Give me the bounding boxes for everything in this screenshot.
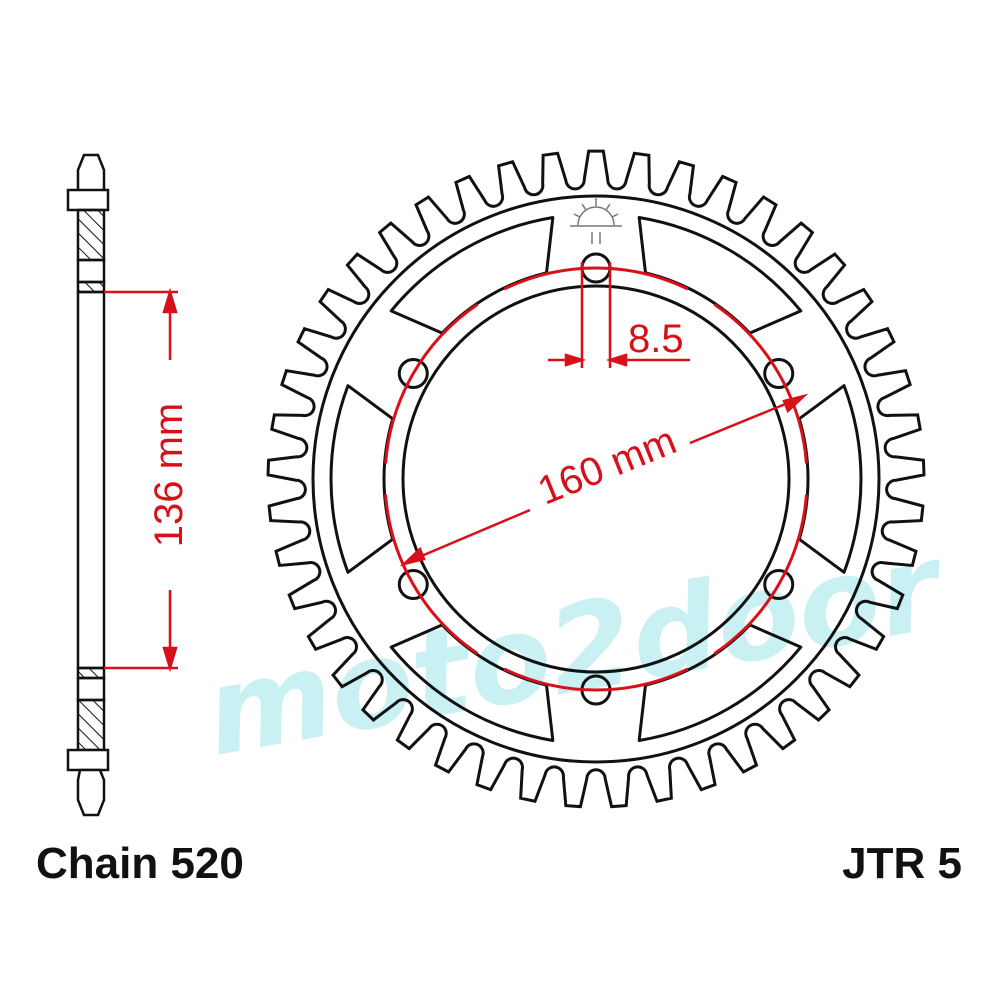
center-bore	[401, 284, 791, 674]
pcd-circle	[384, 266, 808, 692]
chain-label: Chain 520	[36, 839, 244, 888]
bolt-hole	[397, 569, 429, 600]
bolt-hole	[763, 569, 795, 600]
watermark: moto2door	[196, 517, 956, 784]
pcd-arc	[713, 494, 808, 655]
bolt-hole	[397, 358, 429, 389]
side-profile	[66, 153, 110, 817]
lightening-slot	[329, 384, 395, 574]
lightening-slot	[389, 216, 555, 335]
lightening-slot	[389, 623, 555, 742]
pcd-arc	[503, 266, 689, 291]
inner-dimension-line	[104, 287, 178, 673]
part-number: JTR 5	[842, 839, 962, 888]
pcd-dimension-label: 160 mm	[532, 418, 682, 513]
hole-dimension-line	[548, 262, 690, 368]
pcd-arc	[384, 494, 479, 655]
outer-ring	[311, 194, 881, 764]
inner-dimension-label: 136 mm	[147, 403, 191, 548]
lightening-slot	[637, 623, 803, 742]
pcd-dimension-line	[399, 393, 809, 567]
sprocket-face	[266, 149, 926, 809]
jt-logo	[570, 198, 622, 244]
hole-dimension-label: 8.5	[628, 317, 684, 361]
pcd-arc	[384, 303, 479, 464]
lightening-slot	[797, 384, 863, 574]
lightening-slots	[329, 216, 863, 742]
pcd-arc	[713, 303, 808, 464]
sprocket-teeth	[266, 149, 926, 809]
lightening-slot	[637, 216, 803, 335]
bolt-hole	[763, 358, 795, 389]
pcd-arc	[503, 667, 689, 692]
